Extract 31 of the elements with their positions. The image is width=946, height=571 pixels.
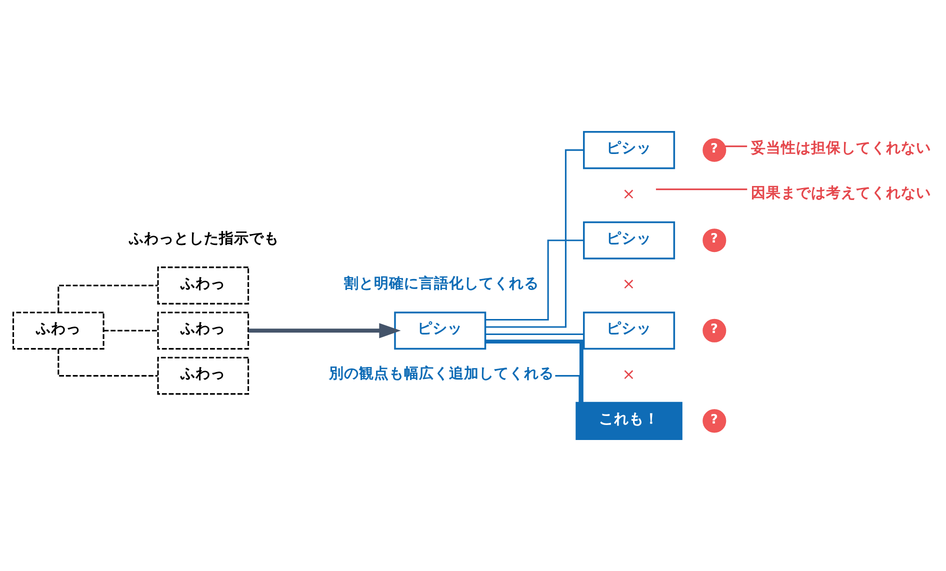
node-circle: ? bbox=[702, 409, 726, 433]
node-box: ピシッ bbox=[394, 312, 486, 350]
node-text: 妥当性は担保してくれない bbox=[751, 140, 932, 157]
connector bbox=[725, 146, 748, 148]
label: × bbox=[622, 364, 636, 384]
arrow bbox=[248, 323, 401, 338]
node-text: 別の観点も幅広く追加してくれる bbox=[329, 365, 554, 382]
node-text: × bbox=[622, 184, 636, 203]
node-box: ふわっ bbox=[157, 356, 250, 395]
node-text: 因果までは考えてくれない bbox=[751, 184, 932, 202]
node-box: ピシッ bbox=[583, 312, 676, 350]
connector bbox=[555, 375, 580, 403]
node-box: ふわっ bbox=[157, 312, 250, 350]
node-box: ピシッ bbox=[583, 221, 676, 260]
connector bbox=[485, 149, 584, 328]
node-circle: ? bbox=[702, 138, 726, 162]
node-box: ふわっ bbox=[157, 266, 250, 304]
connector bbox=[656, 188, 748, 190]
node-box: ピシッ bbox=[583, 131, 676, 170]
connector bbox=[104, 330, 158, 332]
label: ふわっとした指示でも bbox=[129, 230, 280, 247]
node-circle: ? bbox=[702, 318, 726, 342]
label: 割と明確に言語化してくれる bbox=[344, 274, 539, 292]
label: × bbox=[622, 274, 636, 294]
connector bbox=[485, 333, 584, 336]
connector bbox=[58, 284, 158, 312]
connector bbox=[485, 240, 584, 321]
node-box: これも！ bbox=[576, 402, 682, 440]
node-box: ふわっ bbox=[12, 312, 104, 350]
node-circle: ? bbox=[702, 228, 726, 252]
connector bbox=[58, 349, 158, 377]
